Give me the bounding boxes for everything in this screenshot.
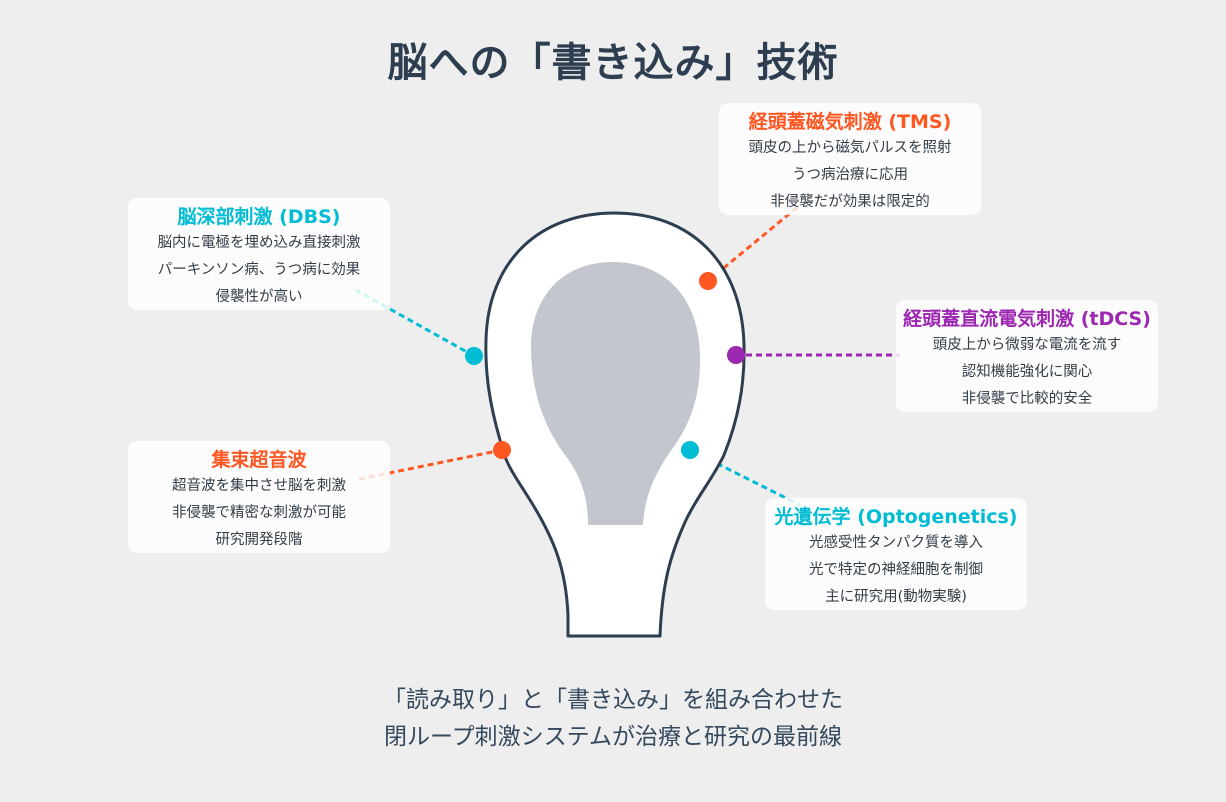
tms-title: 経頭蓋磁気刺激 (TMS) bbox=[748, 111, 952, 133]
fus-line-1: 超音波を集中させ脳を刺激 bbox=[172, 478, 346, 494]
dbs-line-3: 侵襲性が高い bbox=[215, 289, 303, 305]
dbs-info-box: 脳深部刺激 (DBS) 脳内に電極を埋め込み直接刺激 パーキンソン病、うつ病に効… bbox=[128, 198, 390, 310]
tdcs-info-box: 経頭蓋直流電気刺激 (tDCS) 頭皮上から微弱な電流を流す 認知機能強化に関心… bbox=[896, 300, 1158, 412]
summary-caption: 「読み取り」と「書き込み」を組み合わせた 閉ループ刺激システムが治療と研究の最前… bbox=[0, 682, 1226, 756]
tms-info-box: 経頭蓋磁気刺激 (TMS) 頭皮の上から磁気パルスを照射 うつ病治療に応用 非侵… bbox=[719, 103, 981, 215]
fus-line-3: 研究開発段階 bbox=[215, 532, 303, 548]
tdcs-line-1: 頭皮上から微弱な電流を流す bbox=[932, 337, 1122, 353]
opto-title: 光遺伝学 (Optogenetics) bbox=[774, 506, 1018, 528]
opto-line-3: 主に研究用(動物実験) bbox=[825, 589, 967, 605]
dbs-line-1: 脳内に電極を埋め込み直接刺激 bbox=[157, 235, 361, 251]
tms-line-2: うつ病治療に応用 bbox=[792, 167, 908, 183]
opto-line-2: 光で特定の神経細胞を制御 bbox=[809, 562, 983, 578]
opto-point-icon bbox=[681, 441, 699, 459]
tdcs-point-icon bbox=[727, 346, 745, 364]
tdcs-line-3: 非侵襲で比較的安全 bbox=[961, 391, 1093, 407]
dbs-point-icon bbox=[465, 347, 483, 365]
tdcs-title: 経頭蓋直流電気刺激 (tDCS) bbox=[903, 308, 1151, 330]
opto-line-1: 光感受性タンパク質を導入 bbox=[809, 535, 983, 551]
fus-info-box: 集束超音波 超音波を集中させ脳を刺激 非侵襲で精密な刺激が可能 研究開発段階 bbox=[128, 441, 390, 553]
fus-line-2: 非侵襲で精密な刺激が可能 bbox=[172, 505, 346, 521]
tms-point-icon bbox=[699, 272, 717, 290]
fus-title: 集束超音波 bbox=[211, 449, 307, 471]
dbs-title: 脳深部刺激 (DBS) bbox=[177, 206, 341, 228]
summary-line-1: 「読み取り」と「書き込み」を組み合わせた bbox=[383, 687, 843, 713]
brain-shape bbox=[530, 262, 701, 525]
opto-info-box: 光遺伝学 (Optogenetics) 光感受性タンパク質を導入 光で特定の神経… bbox=[765, 498, 1027, 610]
fus-point-icon bbox=[493, 441, 511, 459]
summary-line-2: 閉ループ刺激システムが治療と研究の最前線 bbox=[384, 724, 842, 750]
tms-line-1: 頭皮の上から磁気パルスを照射 bbox=[748, 140, 952, 156]
page-title: 脳への「書き込み」技術 bbox=[387, 40, 839, 86]
dbs-line-2: パーキンソン病、うつ病に効果 bbox=[157, 262, 361, 278]
tms-line-3: 非侵襲だが効果は限定的 bbox=[770, 194, 930, 210]
tdcs-line-2: 認知機能強化に関心 bbox=[961, 364, 1093, 380]
